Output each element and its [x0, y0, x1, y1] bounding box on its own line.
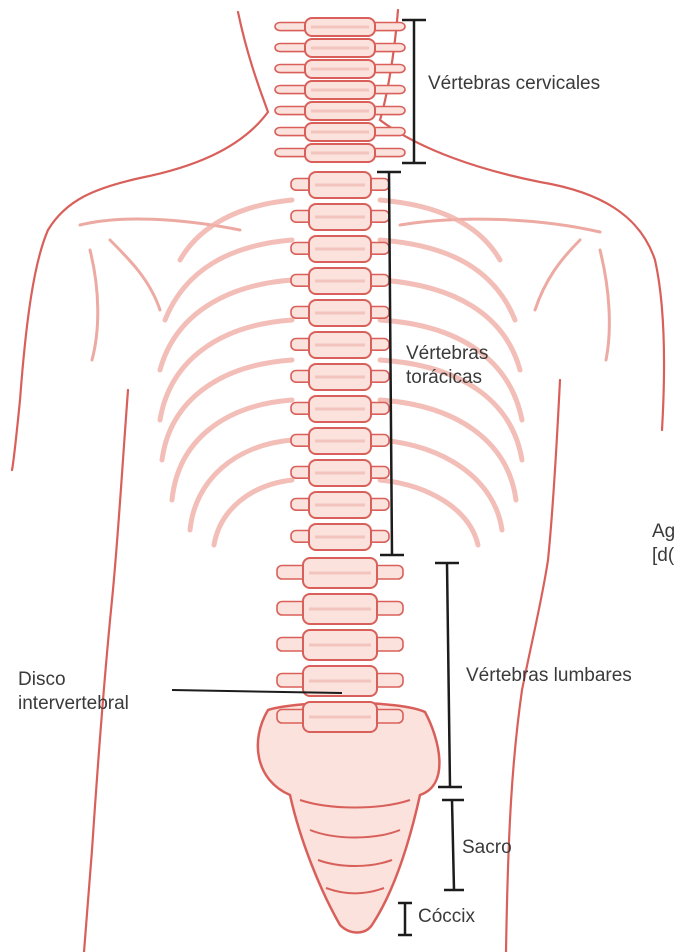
label-sacrum: Sacro — [462, 836, 512, 859]
label-cervical-vertebrae: Vértebras cervicales — [428, 72, 600, 95]
label-disc-line2: intervertebral — [18, 692, 129, 715]
label-thoracic-vertebrae-line2: torácicas — [406, 366, 482, 389]
bracket-sacrum — [442, 800, 464, 890]
label-cutoff-line1: Ag — [652, 520, 675, 543]
bracket-cervical — [402, 20, 426, 163]
label-coccyx: Cóccix — [418, 905, 475, 928]
label-disc-line1: Disco — [18, 668, 66, 691]
label-thoracic-vertebrae-line1: Vértebras — [406, 342, 488, 365]
sacrum-shape — [258, 703, 440, 933]
label-lumbar-vertebrae: Vértebras lumbares — [466, 664, 632, 687]
bracket-coccyx — [398, 903, 412, 935]
label-cutoff-line2: [d( — [652, 544, 674, 567]
